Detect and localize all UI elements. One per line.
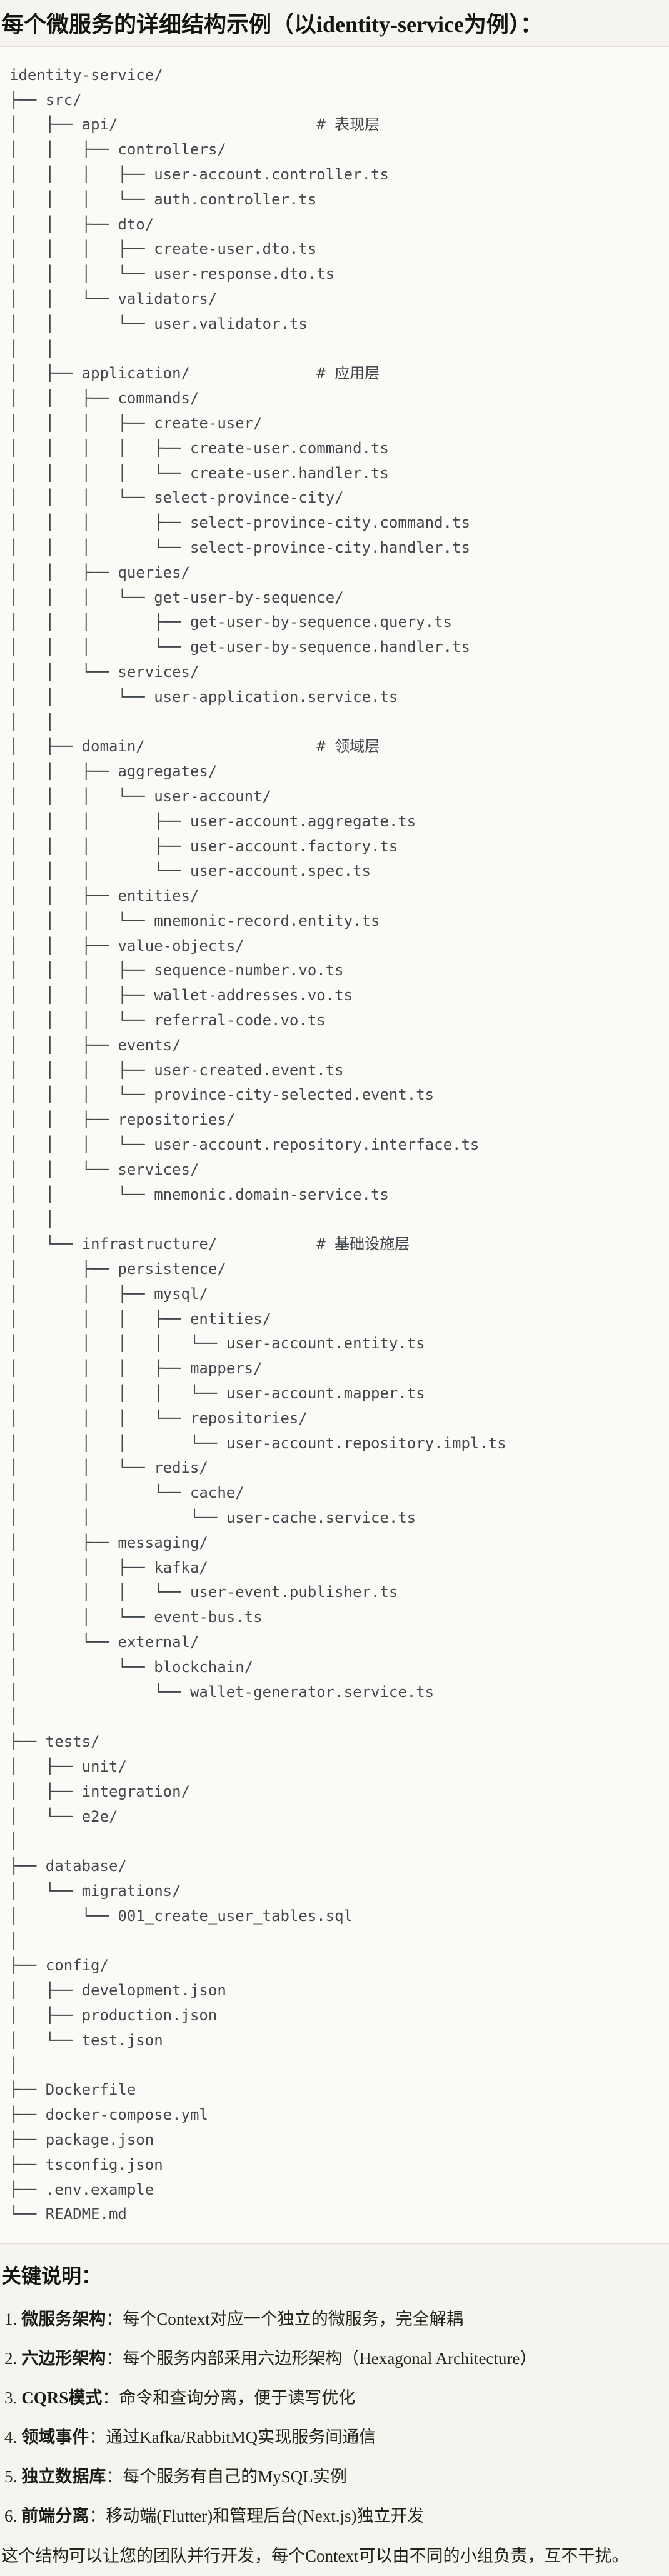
note-text: ：每个Context对应一个独立的微服务，完全解耦: [106, 2309, 463, 2328]
key-notes-heading: 关键说明：: [1, 2265, 102, 2288]
note-number: 2.: [4, 2348, 18, 2368]
note-label: 前端分离: [21, 2506, 89, 2525]
note-item-4: 4.领域事件：通过Kafka/RabbitMQ实现服务间通信: [1, 2427, 663, 2448]
page-title: 每个微服务的详细结构示例（以identity-service为例）：: [1, 12, 543, 37]
note-text: ：每个服务有自己的MySQL实例: [106, 2467, 347, 2486]
note-item-5: 5.独立数据库：每个服务有自己的MySQL实例: [1, 2466, 663, 2487]
note-text: ：每个服务内部采用六边形架构（Hexagonal Architecture）: [106, 2348, 537, 2368]
note-label: CQRS模式: [21, 2388, 103, 2407]
note-number: 4.: [4, 2427, 18, 2447]
note-text: ：移动端(Flutter)和管理后台(Next.js)独立开发: [89, 2506, 425, 2525]
note-number: 3.: [4, 2388, 18, 2407]
note-item-3: 3.CQRS模式：命令和查询分离，便于读写优化: [1, 2387, 663, 2408]
note-label: 微服务架构: [21, 2309, 106, 2328]
note-label: 独立数据库: [21, 2467, 106, 2486]
note-number: 6.: [4, 2506, 18, 2525]
directory-tree: identity-service/ ├── src/ │ ├── api/ # …: [9, 66, 506, 2223]
key-notes-section: 关键说明： 1.微服务架构：每个Context对应一个独立的微服务，完全解耦 2…: [0, 2263, 669, 2576]
note-item-1: 1.微服务架构：每个Context对应一个独立的微服务，完全解耦: [1, 2308, 663, 2330]
note-label: 领域事件: [21, 2427, 89, 2447]
note-number: 5.: [4, 2467, 18, 2486]
note-item-2: 2.六边形架构：每个服务内部采用六边形架构（Hexagonal Architec…: [1, 2348, 663, 2369]
note-text: ：通过Kafka/RabbitMQ实现服务间通信: [89, 2427, 376, 2447]
note-text: ：命令和查询分离，便于读写优化: [102, 2388, 356, 2407]
directory-tree-code-block: identity-service/ ├── src/ │ ├── api/ # …: [0, 46, 669, 2245]
note-item-6: 6.前端分离：移动端(Flutter)和管理后台(Next.js)独立开发: [1, 2505, 663, 2527]
note-number: 1.: [4, 2309, 18, 2328]
note-label: 六边形架构: [21, 2348, 106, 2368]
closing-paragraph: 这个结构可以让您的团队并行开发，每个Context可以由不同的小组负责，互不干扰…: [1, 2546, 629, 2565]
